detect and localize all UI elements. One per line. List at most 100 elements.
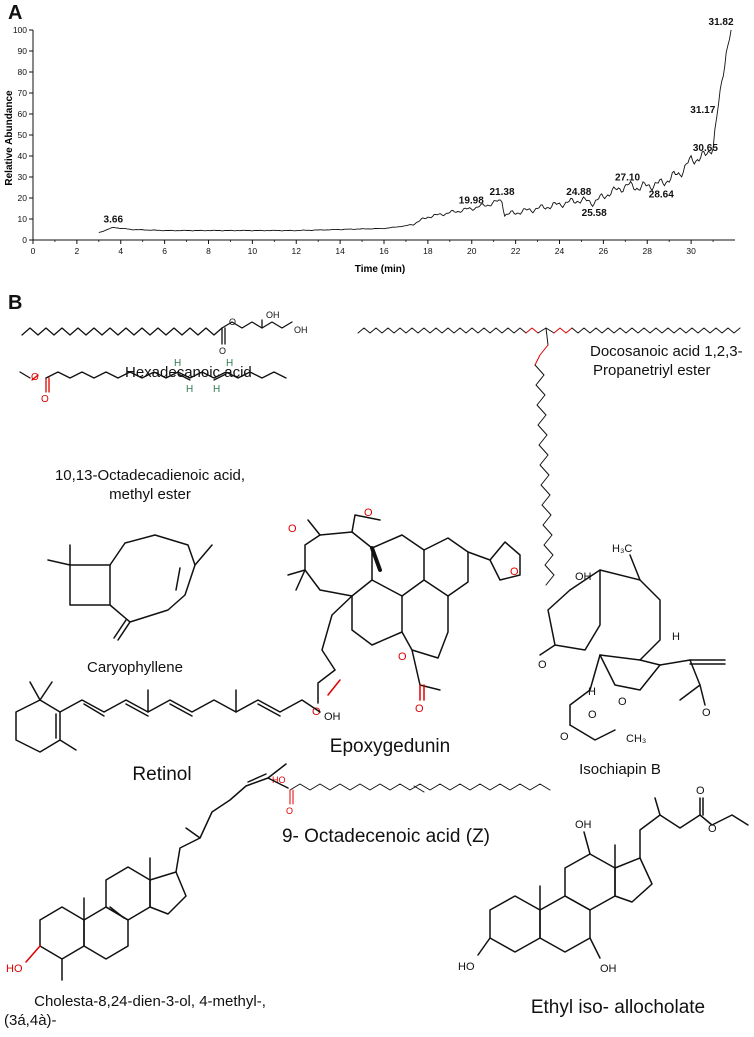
- x-tick-label: 12: [292, 246, 302, 256]
- structure-octadecenoic-acid: [289, 783, 551, 805]
- y-axis-label: Relative Abundance: [4, 90, 15, 186]
- atom-label: OH: [575, 819, 592, 831]
- y-tick-label: 90: [18, 46, 28, 56]
- panel-label-a: A: [8, 2, 23, 24]
- compound-label-cholesta-line2: (3á,4à)-: [4, 1012, 57, 1029]
- compound-label-isochiapin: Isochiapin B: [579, 761, 661, 778]
- compound-label-docosanoic-line2: Propanetriyl ester: [593, 362, 711, 379]
- atom-label: OH: [575, 571, 592, 583]
- atom-label: O: [286, 806, 293, 816]
- x-tick-label: 20: [467, 246, 477, 256]
- y-tick-label: 0: [22, 235, 27, 245]
- atom-label: OH: [294, 325, 308, 335]
- atom-label: H: [588, 686, 596, 698]
- atom-label: O: [219, 346, 226, 356]
- structure-ethyl-allocholate: [477, 797, 749, 959]
- compound-label-ethyl-allocholate: Ethyl iso- allocholate: [530, 997, 706, 1018]
- y-tick-label: 10: [18, 214, 28, 224]
- atom-label: CH₃: [626, 733, 646, 745]
- peak-label: 19.98: [459, 196, 484, 207]
- atom-label: H: [213, 384, 220, 395]
- atom-label: O: [415, 703, 424, 715]
- y-tick-label: 40: [18, 151, 28, 161]
- x-tick-label: 16: [379, 246, 389, 256]
- x-tick-label: 4: [118, 246, 123, 256]
- atom-label: HO: [6, 963, 23, 975]
- structure-octadecadienoic-ester: [19, 371, 287, 393]
- x-tick-label: 28: [643, 246, 653, 256]
- structure-hexadecanoic-acid: [21, 319, 293, 345]
- x-tick-label: 8: [206, 246, 211, 256]
- atom-label: O: [229, 317, 236, 327]
- compound-label-octadecadienoic: 10,13-Octadecadienoic acid, methyl ester: [45, 466, 255, 504]
- compound-label-docosanoic: Docosanoic acid 1,2,3- Propanetriyl este…: [590, 342, 754, 380]
- x-tick-label: 18: [423, 246, 433, 256]
- atom-label: O: [702, 707, 711, 719]
- y-tick-label: 20: [18, 193, 28, 203]
- peak-label: 31.82: [709, 17, 734, 28]
- x-tick-label: 30: [686, 246, 696, 256]
- atom-label: O: [618, 696, 627, 708]
- atom-label: HO: [272, 775, 286, 785]
- structure-retinol: [15, 681, 321, 753]
- atom-label: H: [226, 358, 233, 369]
- compound-label-octadecadienoic-line2: methyl ester: [109, 486, 191, 503]
- atom-label: O: [588, 709, 597, 721]
- structure-caryophyllene: [47, 534, 213, 641]
- x-tick-label: 2: [75, 246, 80, 256]
- atom-label: O: [288, 523, 297, 535]
- peak-label: 3.66: [104, 214, 124, 225]
- atom-label: OH: [600, 963, 617, 975]
- atom-label: HO: [458, 961, 475, 973]
- structure-docosanoic-triglyceride: [357, 327, 741, 586]
- atom-label: O: [398, 651, 407, 663]
- atom-label: O: [31, 372, 39, 383]
- compound-label-retinol: Retinol: [132, 764, 192, 785]
- atom-label: OH: [266, 310, 280, 320]
- structure-epoxygedunin: [287, 514, 521, 704]
- atom-label: O: [538, 659, 547, 671]
- peak-label: 31.17: [690, 105, 715, 116]
- peak-label: 21.38: [490, 187, 515, 198]
- atom-label: O: [560, 731, 569, 743]
- y-tick-label: 100: [13, 25, 27, 35]
- atom-label: O: [510, 566, 519, 578]
- atom-label: H: [672, 631, 680, 643]
- atom-label: H₃C: [612, 543, 632, 555]
- panel-label-b: B: [8, 292, 23, 314]
- atom-label: O: [312, 706, 321, 718]
- y-tick-label: 50: [18, 130, 28, 140]
- chromatogram-trace: [98, 29, 732, 234]
- x-tick-label: 14: [335, 246, 345, 256]
- x-axis-label: Time (min): [355, 264, 405, 275]
- peak-label: 30.65: [693, 143, 718, 154]
- x-tick-label: 26: [599, 246, 609, 256]
- peak-label: 25.58: [582, 208, 607, 219]
- atom-label: H: [186, 384, 193, 395]
- y-tick-label: 60: [18, 109, 28, 119]
- y-tick-label: 80: [18, 67, 28, 77]
- compound-label-docosanoic-line1: Docosanoic acid 1,2,3-: [590, 343, 743, 360]
- peak-label: 24.88: [566, 187, 591, 198]
- compound-label-cholesta: Cholesta-8,24-dien-3-ol, 4-methyl-, (3á,…: [0, 992, 300, 1030]
- y-tick-label: 70: [18, 88, 28, 98]
- compound-label-hexadecanoic: Hexadecanoic acid: [125, 364, 252, 381]
- peak-label: 27.10: [615, 172, 640, 183]
- compound-label-cholesta-line1: Cholesta-8,24-dien-3-ol, 4-methyl-,: [34, 993, 266, 1010]
- atom-label: O: [364, 507, 373, 519]
- compound-label-caryophyllene: Caryophyllene: [87, 659, 183, 676]
- atom-label: O: [708, 823, 717, 835]
- structure-isochiapin-b: [539, 554, 726, 741]
- atom-label: O: [696, 785, 705, 797]
- compound-label-octadecadienoic-line1: 10,13-Octadecadienoic acid,: [54, 467, 246, 484]
- compound-label-octadecenoic: 9- Octadecenoic acid (Z): [281, 826, 491, 847]
- structure-cholesta-dienol: [25, 763, 289, 981]
- x-tick-label: 6: [162, 246, 167, 256]
- y-tick-label: 30: [18, 172, 28, 182]
- compound-label-epoxygedunin: Epoxygedunin: [329, 736, 451, 757]
- x-tick-label: 24: [555, 246, 565, 256]
